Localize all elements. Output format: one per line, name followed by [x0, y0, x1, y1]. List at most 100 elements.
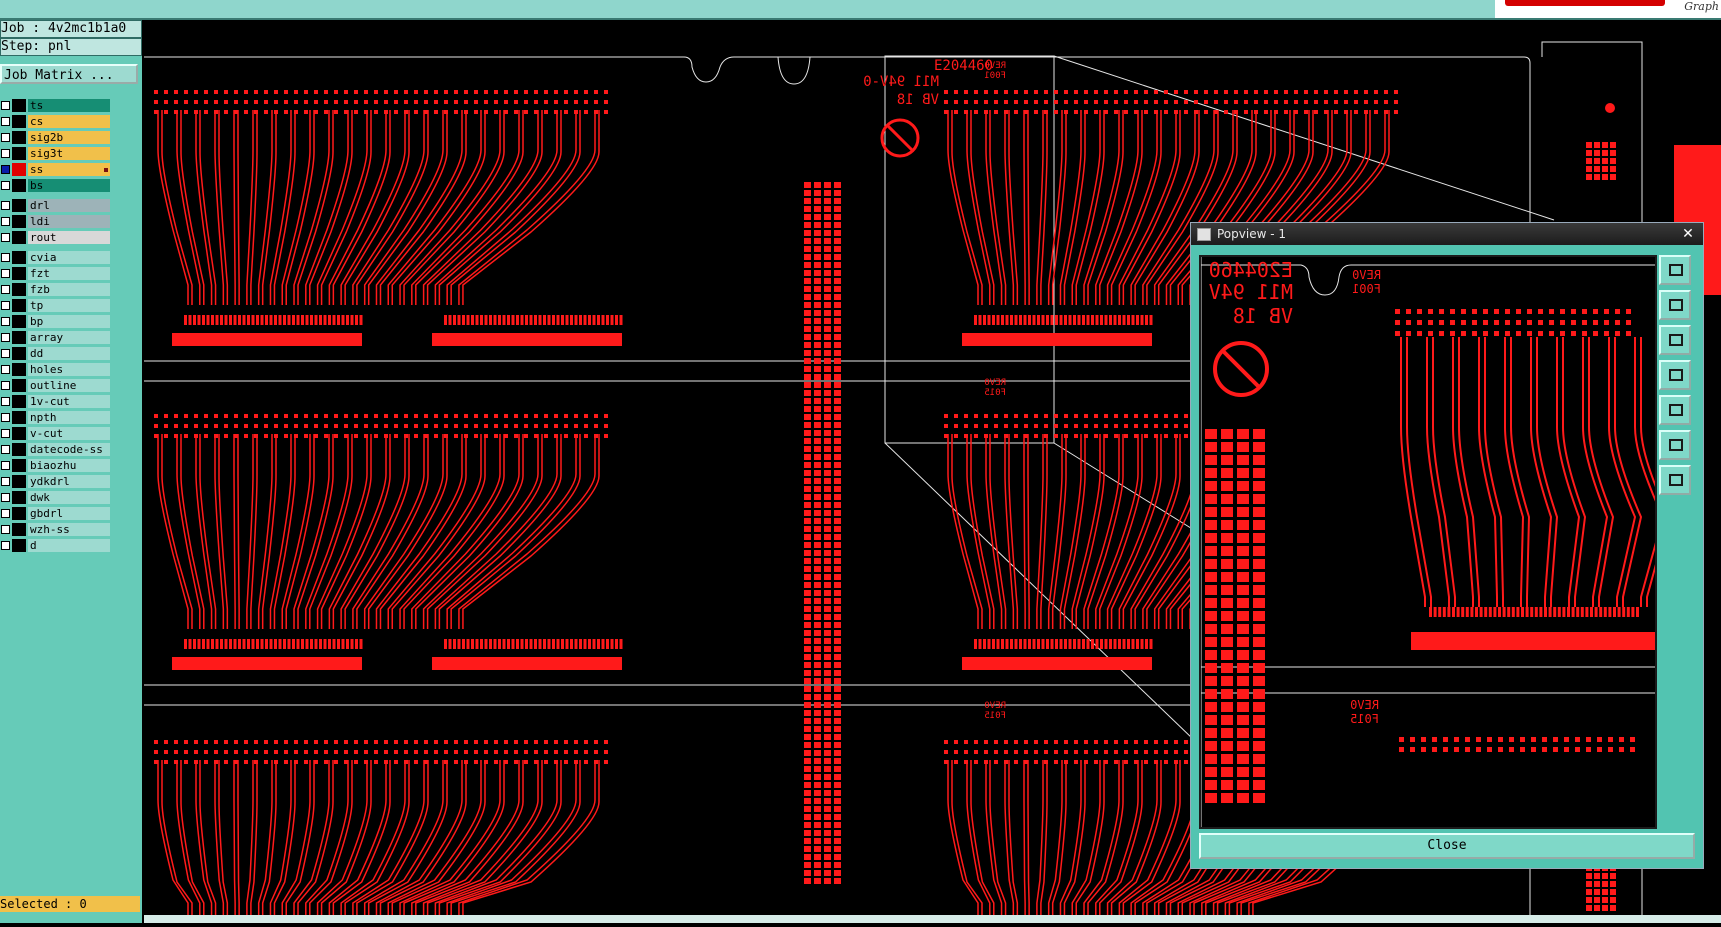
layer-checkbox[interactable]	[1, 165, 10, 174]
layer-color-swatch[interactable]	[12, 163, 26, 176]
job-matrix-button[interactable]: Job Matrix ...	[0, 64, 138, 84]
layer-name[interactable]: fzt	[28, 267, 110, 280]
layer-checkbox[interactable]	[1, 233, 10, 242]
popview-titlebar[interactable]: Popview - 1 ✕	[1191, 223, 1703, 245]
layer-row-outline[interactable]: outline	[0, 378, 113, 394]
layer-checkbox[interactable]	[1, 101, 10, 110]
layer-name[interactable]: bs	[28, 179, 110, 192]
zoom-to-fit-button[interactable]	[1659, 255, 1691, 285]
layer-name[interactable]: cs	[28, 115, 110, 128]
layer-checkbox[interactable]	[1, 477, 10, 486]
layer-checkbox[interactable]	[1, 509, 10, 518]
layer-checkbox[interactable]	[1, 397, 10, 406]
zoom-in-button[interactable]	[1659, 465, 1691, 495]
layer-color-swatch[interactable]	[12, 179, 26, 192]
layer-row-biaozhu[interactable]: biaozhu	[0, 458, 113, 474]
layer-color-swatch[interactable]	[12, 507, 26, 520]
layer-name[interactable]: gbdrl	[28, 507, 110, 520]
zoom-out-button[interactable]	[1659, 430, 1691, 460]
layer-color-swatch[interactable]	[12, 315, 26, 328]
layer-name[interactable]: npth	[28, 411, 110, 424]
layer-row-cs[interactable]: cs	[0, 114, 113, 130]
layer-row-v-cut[interactable]: v-cut	[0, 426, 113, 442]
layer-row-bp[interactable]: bp	[0, 314, 113, 330]
layer-color-swatch[interactable]	[12, 99, 26, 112]
layer-row-dd[interactable]: dd	[0, 346, 113, 362]
layer-row-cvia[interactable]: cvia	[0, 250, 113, 266]
layer-row-ts[interactable]: ts	[0, 98, 113, 114]
pan-down-button[interactable]	[1659, 325, 1691, 355]
layer-color-swatch[interactable]	[12, 459, 26, 472]
layer-checkbox[interactable]	[1, 269, 10, 278]
layer-name[interactable]: ydkdrl	[28, 475, 110, 488]
layer-checkbox[interactable]	[1, 133, 10, 142]
layer-checkbox[interactable]	[1, 201, 10, 210]
layer-color-swatch[interactable]	[12, 491, 26, 504]
layer-name[interactable]: dwk	[28, 491, 110, 504]
layer-color-swatch[interactable]	[12, 147, 26, 160]
layer-name[interactable]: ss	[28, 163, 110, 176]
layer-row-d[interactable]: d	[0, 538, 113, 554]
layer-checkbox[interactable]	[1, 217, 10, 226]
layer-color-swatch[interactable]	[12, 331, 26, 344]
layer-row-ldi[interactable]: ldi	[0, 214, 113, 230]
layer-checkbox[interactable]	[1, 349, 10, 358]
layer-name[interactable]: biaozhu	[28, 459, 110, 472]
layer-color-swatch[interactable]	[12, 363, 26, 376]
pan-up-button[interactable]	[1659, 290, 1691, 320]
layer-name[interactable]: array	[28, 331, 110, 344]
layer-checkbox[interactable]	[1, 333, 10, 342]
layer-checkbox[interactable]	[1, 149, 10, 158]
layer-checkbox[interactable]	[1, 445, 10, 454]
layer-color-swatch[interactable]	[12, 347, 26, 360]
layer-name[interactable]: sig2b	[28, 131, 110, 144]
layer-checkbox[interactable]	[1, 285, 10, 294]
layer-name[interactable]: rout	[28, 231, 110, 244]
layer-checkbox[interactable]	[1, 301, 10, 310]
layer-name[interactable]: fzb	[28, 283, 110, 296]
layer-checkbox[interactable]	[1, 181, 10, 190]
layer-color-swatch[interactable]	[12, 523, 26, 536]
layer-color-swatch[interactable]	[12, 199, 26, 212]
layer-color-swatch[interactable]	[12, 443, 26, 456]
layer-color-swatch[interactable]	[12, 299, 26, 312]
layer-row-ss[interactable]: ss	[0, 162, 113, 178]
layer-name[interactable]: cvia	[28, 251, 110, 264]
layer-checkbox[interactable]	[1, 365, 10, 374]
layer-name[interactable]: drl	[28, 199, 110, 212]
layer-name[interactable]: outline	[28, 379, 110, 392]
layer-color-swatch[interactable]	[12, 251, 26, 264]
layer-name[interactable]: wzh-ss	[28, 523, 110, 536]
layer-row-ydkdrl[interactable]: ydkdrl	[0, 474, 113, 490]
layer-row-npth[interactable]: npth	[0, 410, 113, 426]
layer-row-gbdrl[interactable]: gbdrl	[0, 506, 113, 522]
layer-checkbox[interactable]	[1, 317, 10, 326]
layer-checkbox[interactable]	[1, 541, 10, 550]
layer-row-datecode-ss[interactable]: datecode-ss	[0, 442, 113, 458]
layer-checkbox[interactable]	[1, 461, 10, 470]
layer-row-tp[interactable]: tp	[0, 298, 113, 314]
layer-color-swatch[interactable]	[12, 115, 26, 128]
layer-name[interactable]: ldi	[28, 215, 110, 228]
layer-color-swatch[interactable]	[12, 427, 26, 440]
layer-name[interactable]: bp	[28, 315, 110, 328]
layer-name[interactable]: ts	[28, 99, 110, 112]
layer-row-dwk[interactable]: dwk	[0, 490, 113, 506]
layer-name[interactable]: d	[28, 539, 110, 552]
layer-checkbox[interactable]	[1, 493, 10, 502]
layer-name[interactable]: 1v-cut	[28, 395, 110, 408]
layer-name[interactable]: dd	[28, 347, 110, 360]
layer-row-sig2b[interactable]: sig2b	[0, 130, 113, 146]
layer-name[interactable]: v-cut	[28, 427, 110, 440]
layer-color-swatch[interactable]	[12, 231, 26, 244]
close-icon[interactable]: ✕	[1682, 226, 1694, 242]
layer-name[interactable]: holes	[28, 363, 110, 376]
layer-name[interactable]: tp	[28, 299, 110, 312]
layer-row-1v-cut[interactable]: 1v-cut	[0, 394, 113, 410]
layer-row-sig3t[interactable]: sig3t	[0, 146, 113, 162]
layer-name[interactable]: datecode-ss	[28, 443, 110, 456]
layer-checkbox[interactable]	[1, 253, 10, 262]
layer-color-swatch[interactable]	[12, 395, 26, 408]
